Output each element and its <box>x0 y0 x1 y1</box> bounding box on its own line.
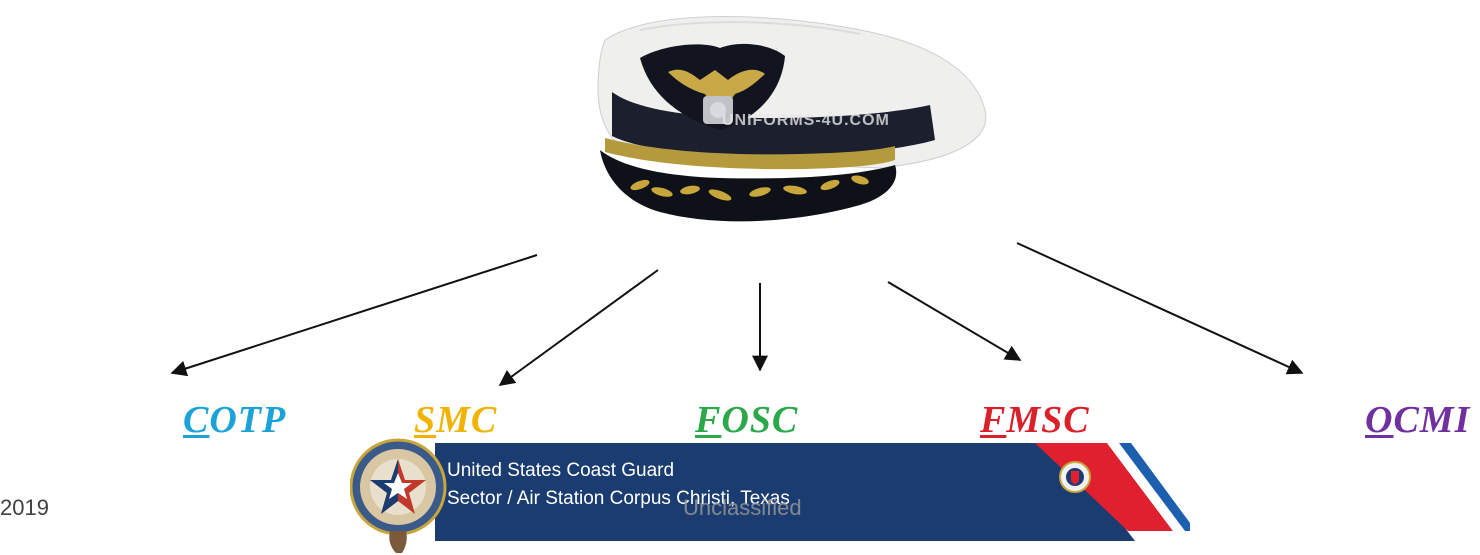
banner-blue-stripe <box>1119 443 1190 531</box>
arrow-fmsc <box>887 281 1022 361</box>
role-smc-rest: MC <box>436 399 498 441</box>
role-smc-initial: S <box>414 399 437 441</box>
role-fosc-initial: F <box>695 399 722 441</box>
arrow-cotp <box>170 254 538 377</box>
role-fmsc-initial: F <box>980 399 1007 441</box>
classification-marking: Unclassified <box>683 495 802 520</box>
banner-line-2: Sector / Air Station Corpus Christi, Tex… <box>447 488 790 509</box>
arrow-ocmi <box>1016 242 1304 375</box>
role-fmsc-rest: MSC <box>1006 399 1090 441</box>
role-cotp: COTP <box>183 398 286 442</box>
role-smc: SMC <box>414 398 497 442</box>
role-fosc: FOSC <box>695 398 798 442</box>
banner-text: United States Coast Guard Sector / Air S… <box>447 457 790 513</box>
role-cotp-initial: C <box>183 399 210 441</box>
banner-white-stripe <box>1107 443 1185 531</box>
footer-date: 2019 <box>0 495 49 520</box>
sector-seal-logo <box>350 438 447 553</box>
role-cotp-rest: OTP <box>209 399 287 441</box>
cap-watermark: UNIFORMS-4U.COM <box>722 112 890 129</box>
banner-line-1: United States Coast Guard <box>447 460 675 481</box>
uscg-banner <box>435 443 1190 541</box>
role-fosc-rest: OSC <box>721 399 799 441</box>
role-ocmi-initial: O <box>1365 399 1394 441</box>
role-ocmi: OCMI <box>1365 398 1470 442</box>
role-fmsc: FMSC <box>980 398 1090 442</box>
arrow-smc <box>498 269 659 386</box>
role-ocmi-rest: CMI <box>1393 399 1471 441</box>
banner-blue-band <box>435 443 1135 541</box>
uscg-emblem-icon <box>1059 461 1091 493</box>
